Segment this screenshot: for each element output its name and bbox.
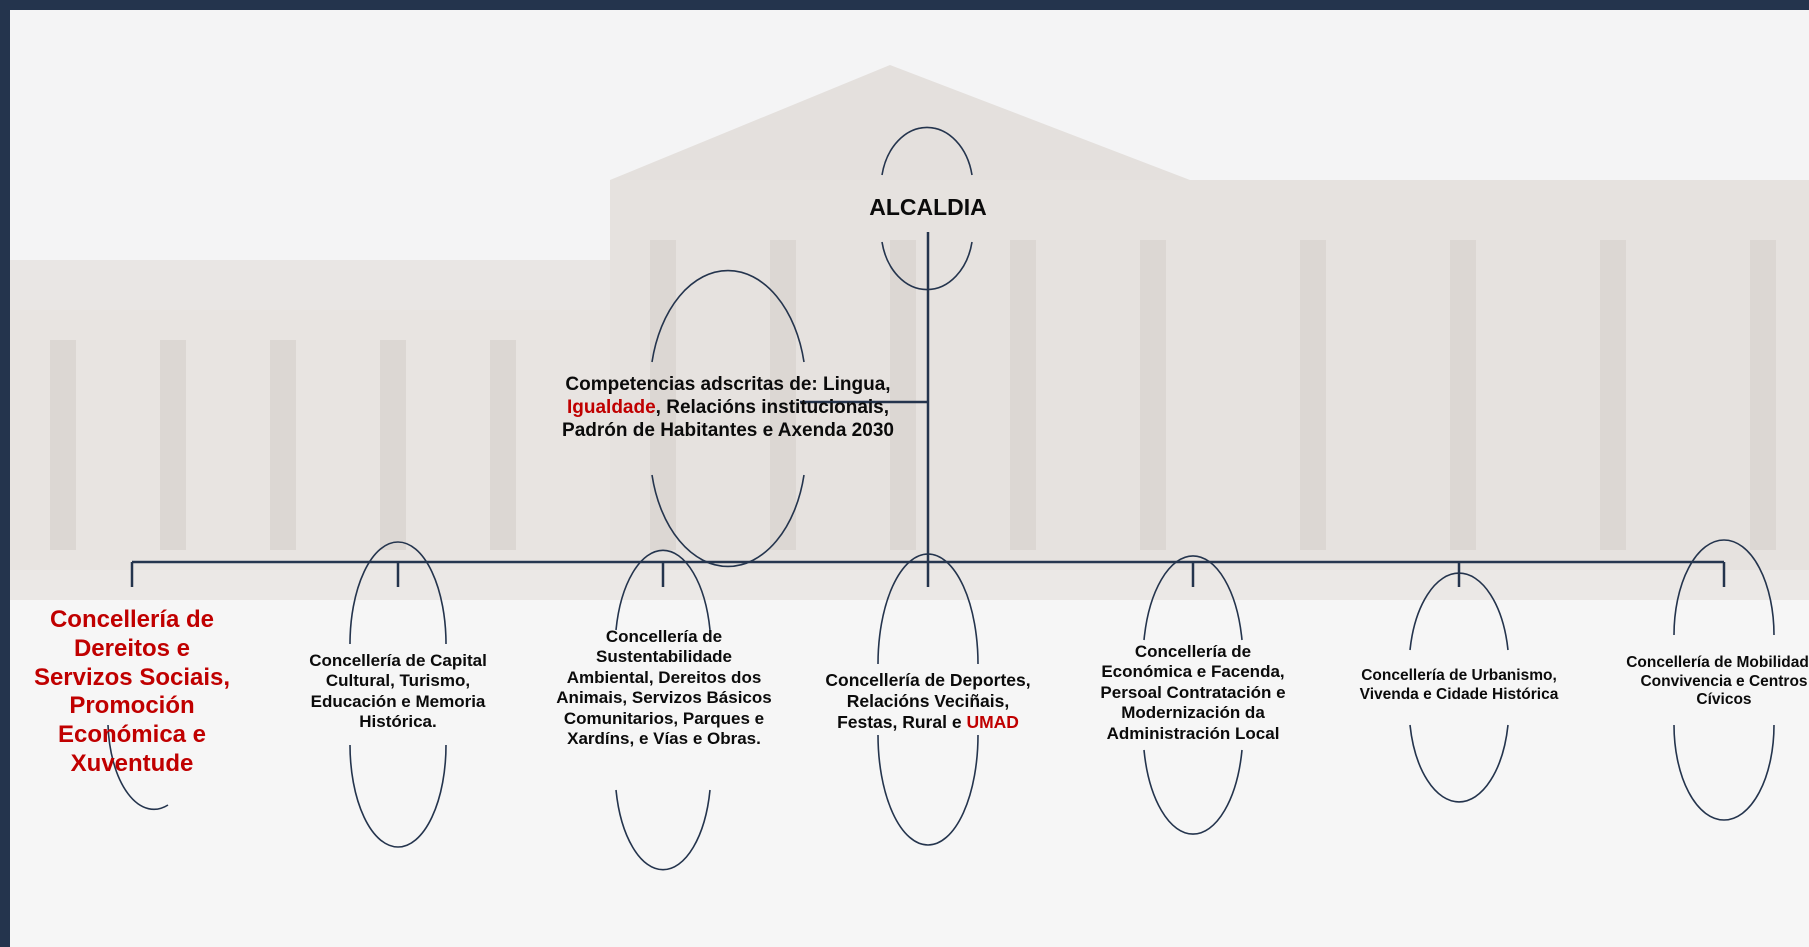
org-chart-connectors	[107, 126, 1775, 871]
dept-7-ellipse-bottom	[1673, 724, 1775, 821]
building-background	[10, 10, 1809, 947]
dept-4-text: Concellería de Deportes, Relacións Veciñ…	[825, 670, 1031, 732]
dept-6-label: Concellería de Urbanismo, Vivenda e Cida…	[1359, 667, 1559, 703]
root-node-label: ALCALDIA	[869, 194, 987, 220]
dept-7-label: Concellería de Mobilidade, Convivencia e…	[1626, 654, 1809, 709]
staff-text-before: Competencias adscritas de: Lingua,	[565, 374, 891, 395]
dept-3-ellipse-bottom	[615, 789, 711, 871]
dept-5-ellipse-top	[1143, 555, 1243, 641]
root-ellipse-top	[881, 126, 973, 176]
staff-ellipse-top	[651, 269, 805, 363]
dept-1-ellipse-left	[107, 724, 169, 811]
dept-3-label: Concellería de Sustentabilidade Ambienta…	[556, 627, 772, 748]
dept-4-ellipse-top	[877, 553, 979, 665]
staff-text-after: , Relacións institucionais, Padrón de Ha…	[562, 396, 894, 441]
dept-4-label: Concellería de Deportes, Relacións Veciñ…	[816, 670, 1040, 733]
dept-4-highlight: UMAD	[966, 712, 1019, 732]
dept-6-ellipse-top	[1409, 572, 1509, 651]
dept-7-ellipse-top	[1673, 539, 1775, 636]
dept-1-label: Concellería de Dereitos e Servizos Socia…	[33, 606, 231, 777]
dept-3-ellipse-top	[615, 549, 711, 631]
dept-6-ellipse-bottom	[1409, 724, 1509, 803]
dept-2-ellipse-bottom	[349, 744, 447, 848]
dept-2-label: Concellería de Capital Cultural, Turismo…	[309, 651, 487, 732]
root-ellipse-bottom	[881, 241, 973, 291]
staff-highlight: Igualdade	[566, 396, 656, 418]
dept-2-ellipse-top	[349, 541, 447, 645]
staff-ellipse-bottom	[651, 474, 805, 568]
dept-5-label: Concellería de Económica e Facenda, Pers…	[1100, 642, 1286, 743]
staff-node-label: Competencias adscritas de: Lingua, Igual…	[548, 374, 908, 442]
dept-4-ellipse-bottom	[877, 734, 979, 846]
dept-5-ellipse-bottom	[1143, 749, 1243, 835]
